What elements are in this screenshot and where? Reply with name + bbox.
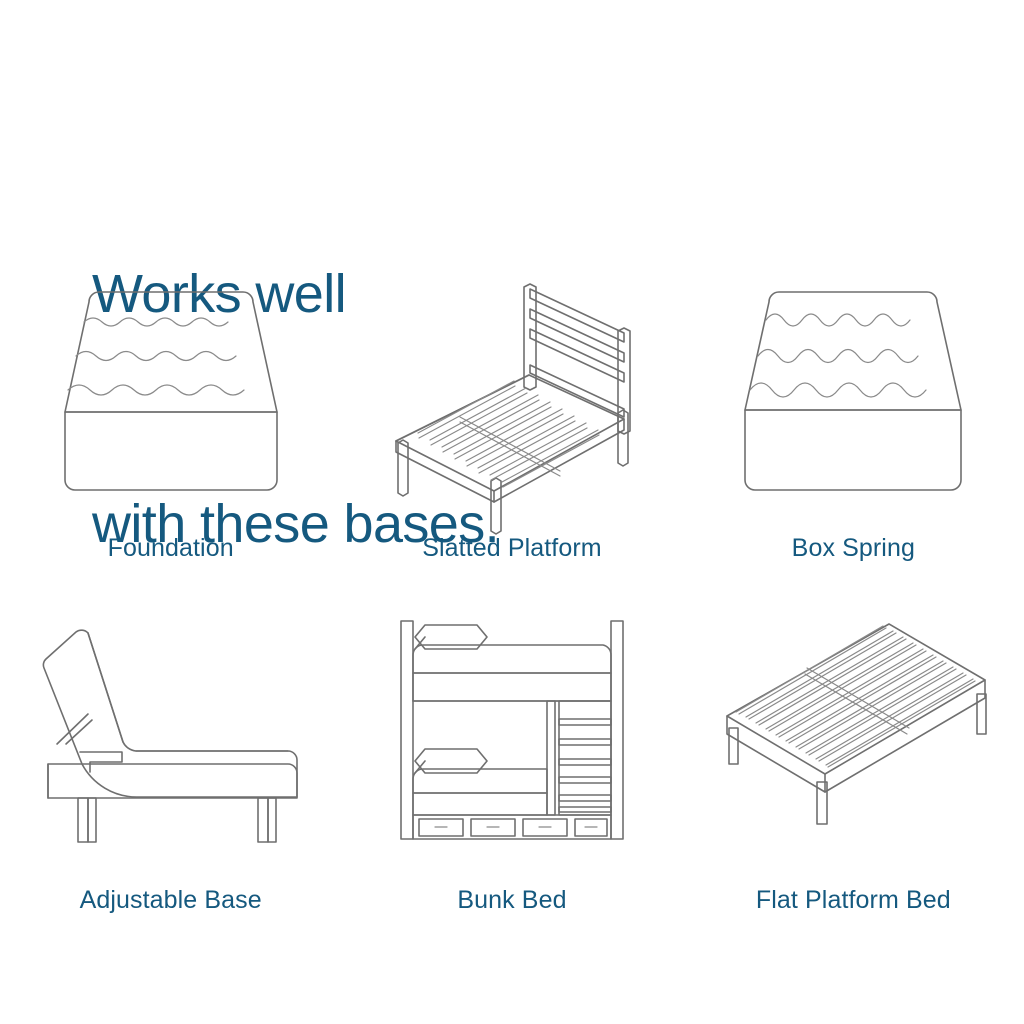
box-spring-illustration xyxy=(703,270,1003,518)
adjustable-base-illustration xyxy=(21,606,321,856)
base-label-bunk-bed: Bunk Bed xyxy=(457,886,567,914)
base-card-flat-platform-bed: Flat Platform Bed xyxy=(683,606,1024,936)
page-title: Works well with these bases. xyxy=(92,102,500,715)
base-card-slatted-platform: Slatted Platform xyxy=(341,270,682,590)
page-title-line-2: with these bases. xyxy=(92,493,500,554)
base-label-slatted-platform: Slatted Platform xyxy=(422,534,602,562)
base-card-box-spring: Box Spring xyxy=(683,270,1024,590)
base-card-adjustable-base: Adjustable Base xyxy=(0,606,341,936)
base-label-box-spring: Box Spring xyxy=(791,534,915,562)
base-label-flat-platform-bed: Flat Platform Bed xyxy=(755,886,951,914)
page-title-line-1: Works well xyxy=(92,263,347,324)
slatted-platform-illustration xyxy=(362,270,662,535)
base-card-bunk-bed: Bunk Bed xyxy=(341,606,682,936)
base-label-foundation: Foundation xyxy=(107,534,234,562)
bases-grid: Foundation xyxy=(0,270,1024,936)
bunk-bed-illustration xyxy=(362,606,662,856)
flat-platform-bed-illustration xyxy=(703,606,1003,856)
base-label-adjustable-base: Adjustable Base xyxy=(79,886,262,914)
base-card-foundation: Foundation xyxy=(0,270,341,590)
foundation-illustration xyxy=(21,270,321,518)
